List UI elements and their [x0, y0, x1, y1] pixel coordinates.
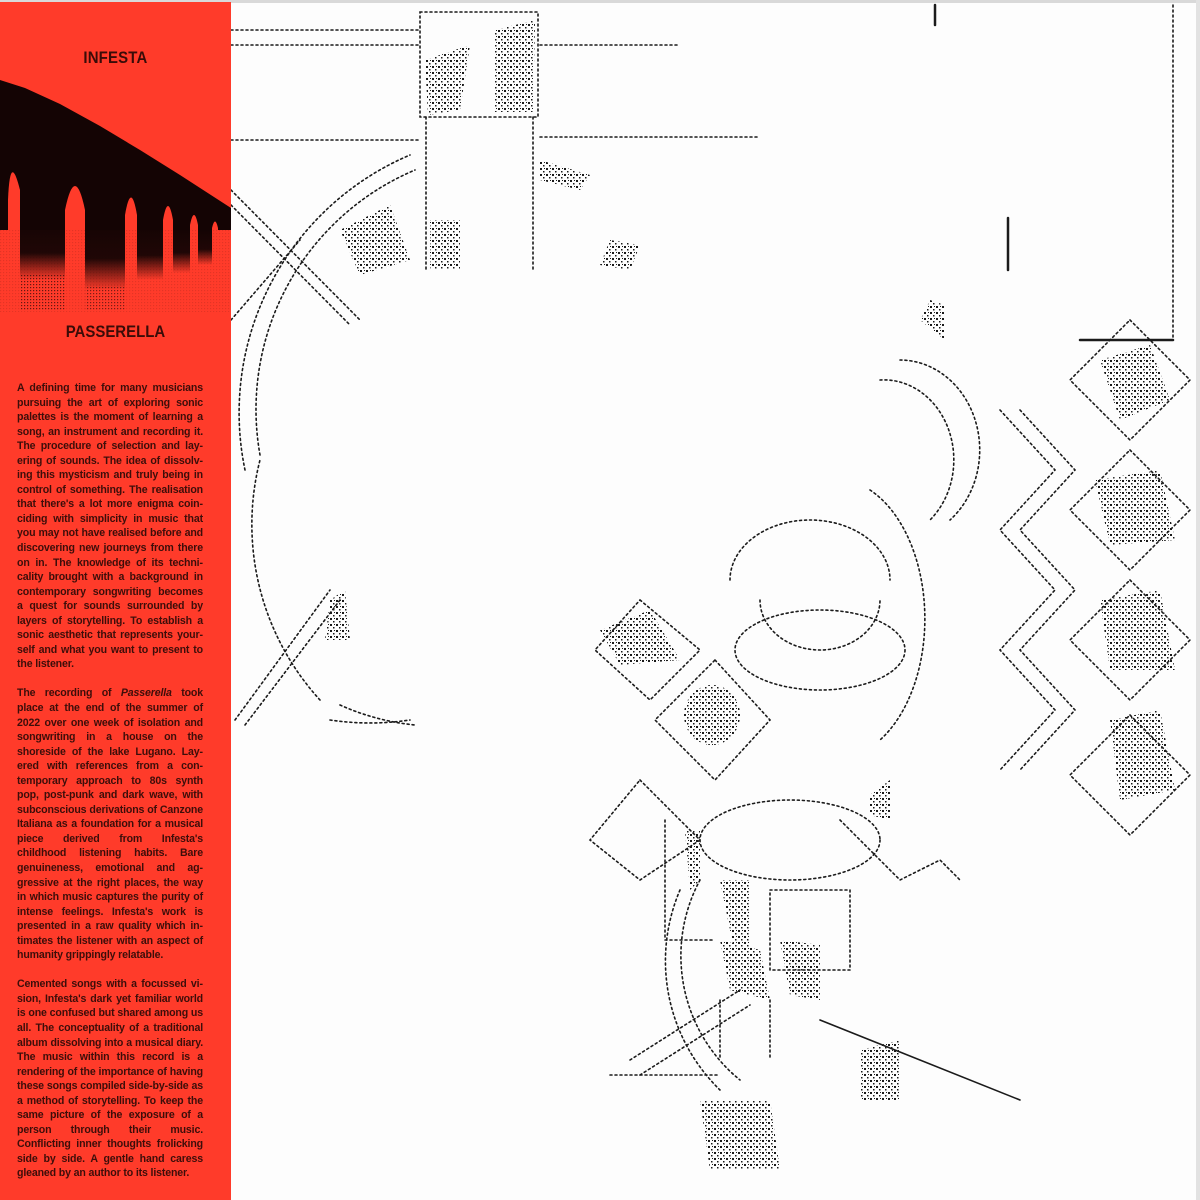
album-title-italic: Passerella [120, 687, 172, 700]
bridge-arches-image [0, 80, 231, 312]
liner-notes: A defining time for many musicians pursu… [17, 381, 203, 1195]
artist-name: INFESTA [83, 48, 148, 67]
liner-text: The recording of [17, 687, 121, 700]
album-title: PASSERELLA [65, 322, 166, 341]
liner-paragraph-3: Cemented songs with a focussed vi­sion, … [17, 978, 203, 1180]
liner-paragraph-1: A defining time for many musicians pursu… [17, 382, 203, 671]
sleeve-top-edge [0, 0, 1200, 3]
liner-text: took place at the end of the summer of 2… [17, 687, 203, 962]
liner-paragraph-2: The recording of Passerella took place a… [17, 686, 203, 962]
architectural-plan-drawing [231, 3, 1192, 1170]
sleeve-right-edge [1196, 0, 1200, 1200]
red-title-panel: INFESTA [0, 2, 231, 1200]
